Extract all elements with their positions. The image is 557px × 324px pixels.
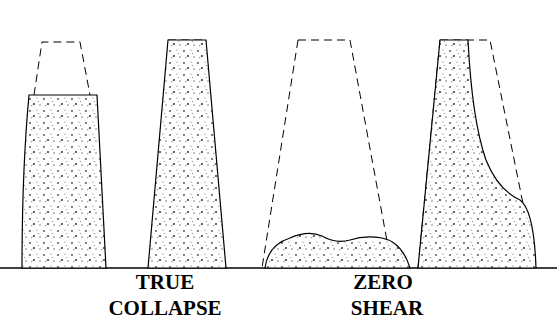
cone-outline xyxy=(262,40,392,268)
shear-slump xyxy=(418,40,536,268)
slump-type-label: TRUE xyxy=(136,272,194,293)
slump-type-label: ZERO xyxy=(353,272,413,293)
zero-slump xyxy=(148,40,226,268)
true-slump xyxy=(22,95,106,268)
slump-type-label: COLLAPSE xyxy=(108,298,221,319)
slump-type-label: SHEAR xyxy=(351,298,423,319)
collapse-slump xyxy=(265,233,410,268)
cone-outline xyxy=(418,40,536,268)
cone-outline xyxy=(34,42,90,95)
